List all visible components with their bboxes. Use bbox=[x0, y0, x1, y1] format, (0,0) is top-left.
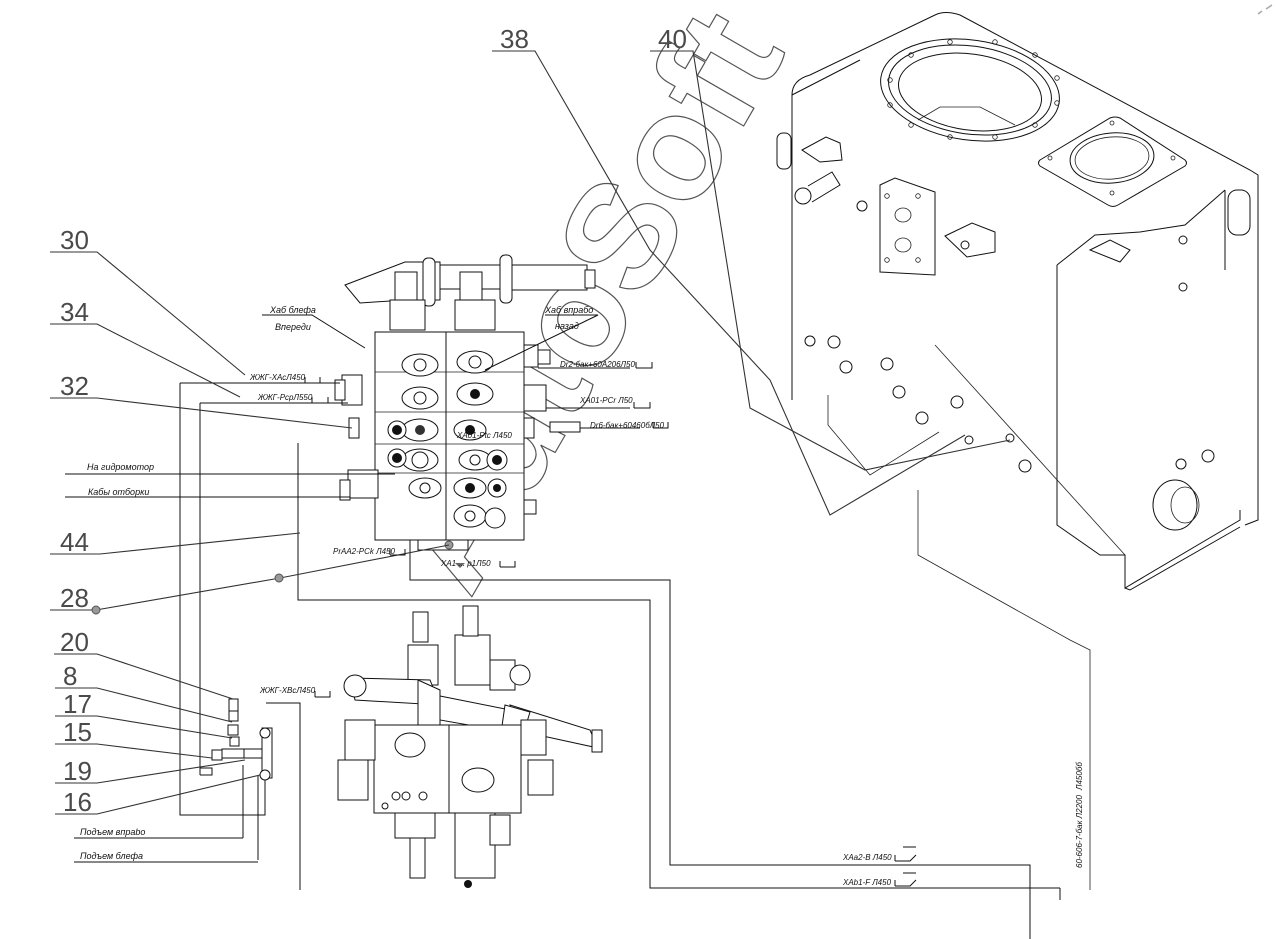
pipe-end-markers bbox=[304, 362, 917, 887]
label-vertical-spec: 60-606-7-бак Л2200 bbox=[1075, 795, 1084, 868]
label-left-valve-bottom: Впереди bbox=[275, 322, 311, 332]
label-right-valve-top: Хаб впрабо bbox=[544, 305, 593, 315]
callout-15: 15 bbox=[63, 717, 92, 747]
pipe-routing bbox=[65, 367, 1061, 939]
label-vertical-code: Л450бб bbox=[1075, 762, 1084, 791]
label-pipe-7: PrAA2-PCk Л450 bbox=[333, 547, 396, 556]
flange-bolts bbox=[887, 39, 1060, 140]
fitting-assembly bbox=[200, 698, 273, 781]
label-pipe-10: XAa2-B Л450 bbox=[842, 853, 892, 862]
label-pipe-5: Dr6-бак+60460бЛ50 bbox=[590, 421, 665, 430]
callout-leaders bbox=[50, 50, 1011, 863]
annotation-labels: Хаб блефа Впереди Хаб впрабо назад На ги… bbox=[80, 305, 1084, 887]
upper-valve-block bbox=[334, 254, 596, 568]
callout-8: 8 bbox=[63, 661, 77, 691]
callout-44: 44 bbox=[60, 527, 89, 557]
label-pump-line: Кабы отборки bbox=[88, 487, 149, 497]
label-pipe-8: XA1 ... р1Л50 bbox=[440, 559, 491, 568]
corner-marks bbox=[1257, 4, 1273, 15]
label-pipe-4: XA01-PCr Л50 bbox=[579, 396, 633, 405]
callout-28: 28 bbox=[60, 583, 89, 613]
callout-dot-28-mid bbox=[274, 573, 284, 583]
label-pipe-3: Dr2-бак+60А206Л50 bbox=[560, 360, 635, 369]
callout-30: 30 bbox=[60, 225, 89, 255]
label-lift-right: Подъем впраbо bbox=[80, 827, 145, 837]
label-pipe-1: ЖЖГ-ХАсЛ450 bbox=[249, 373, 306, 382]
callout-38: 38 bbox=[500, 24, 529, 54]
label-pipe-6: XA01-Ptc Л450 bbox=[456, 431, 512, 440]
callout-17: 17 bbox=[63, 689, 92, 719]
label-to-hydraulic: На гидромотор bbox=[87, 462, 154, 472]
callout-20: 20 bbox=[60, 627, 89, 657]
label-lift-left: Подъем блефа bbox=[80, 851, 143, 861]
label-pipe-2: ЖЖГ-РсрЛ550 bbox=[257, 393, 313, 402]
callout-numbers: 38 40 30 34 32 44 28 20 8 17 15 19 16 bbox=[60, 24, 687, 817]
label-left-valve-top: Хаб блефа bbox=[269, 305, 316, 315]
callout-34: 34 bbox=[60, 297, 89, 327]
tank-fittings bbox=[794, 171, 1215, 531]
callout-dot-28 bbox=[91, 605, 101, 615]
callout-19: 19 bbox=[63, 756, 92, 786]
valve-ports bbox=[387, 350, 508, 529]
hydraulic-tank bbox=[776, 12, 1259, 890]
label-pipe-11: XAb1-F Л450 bbox=[842, 878, 892, 887]
label-right-valve-bottom: назад bbox=[555, 321, 579, 331]
callout-32: 32 bbox=[60, 371, 89, 401]
label-pipe-9: ЖЖГ-ХВсЛ450 bbox=[259, 686, 316, 695]
callout-40: 40 bbox=[658, 24, 687, 54]
callout-16: 16 bbox=[63, 787, 92, 817]
lower-valve-block bbox=[337, 605, 603, 888]
